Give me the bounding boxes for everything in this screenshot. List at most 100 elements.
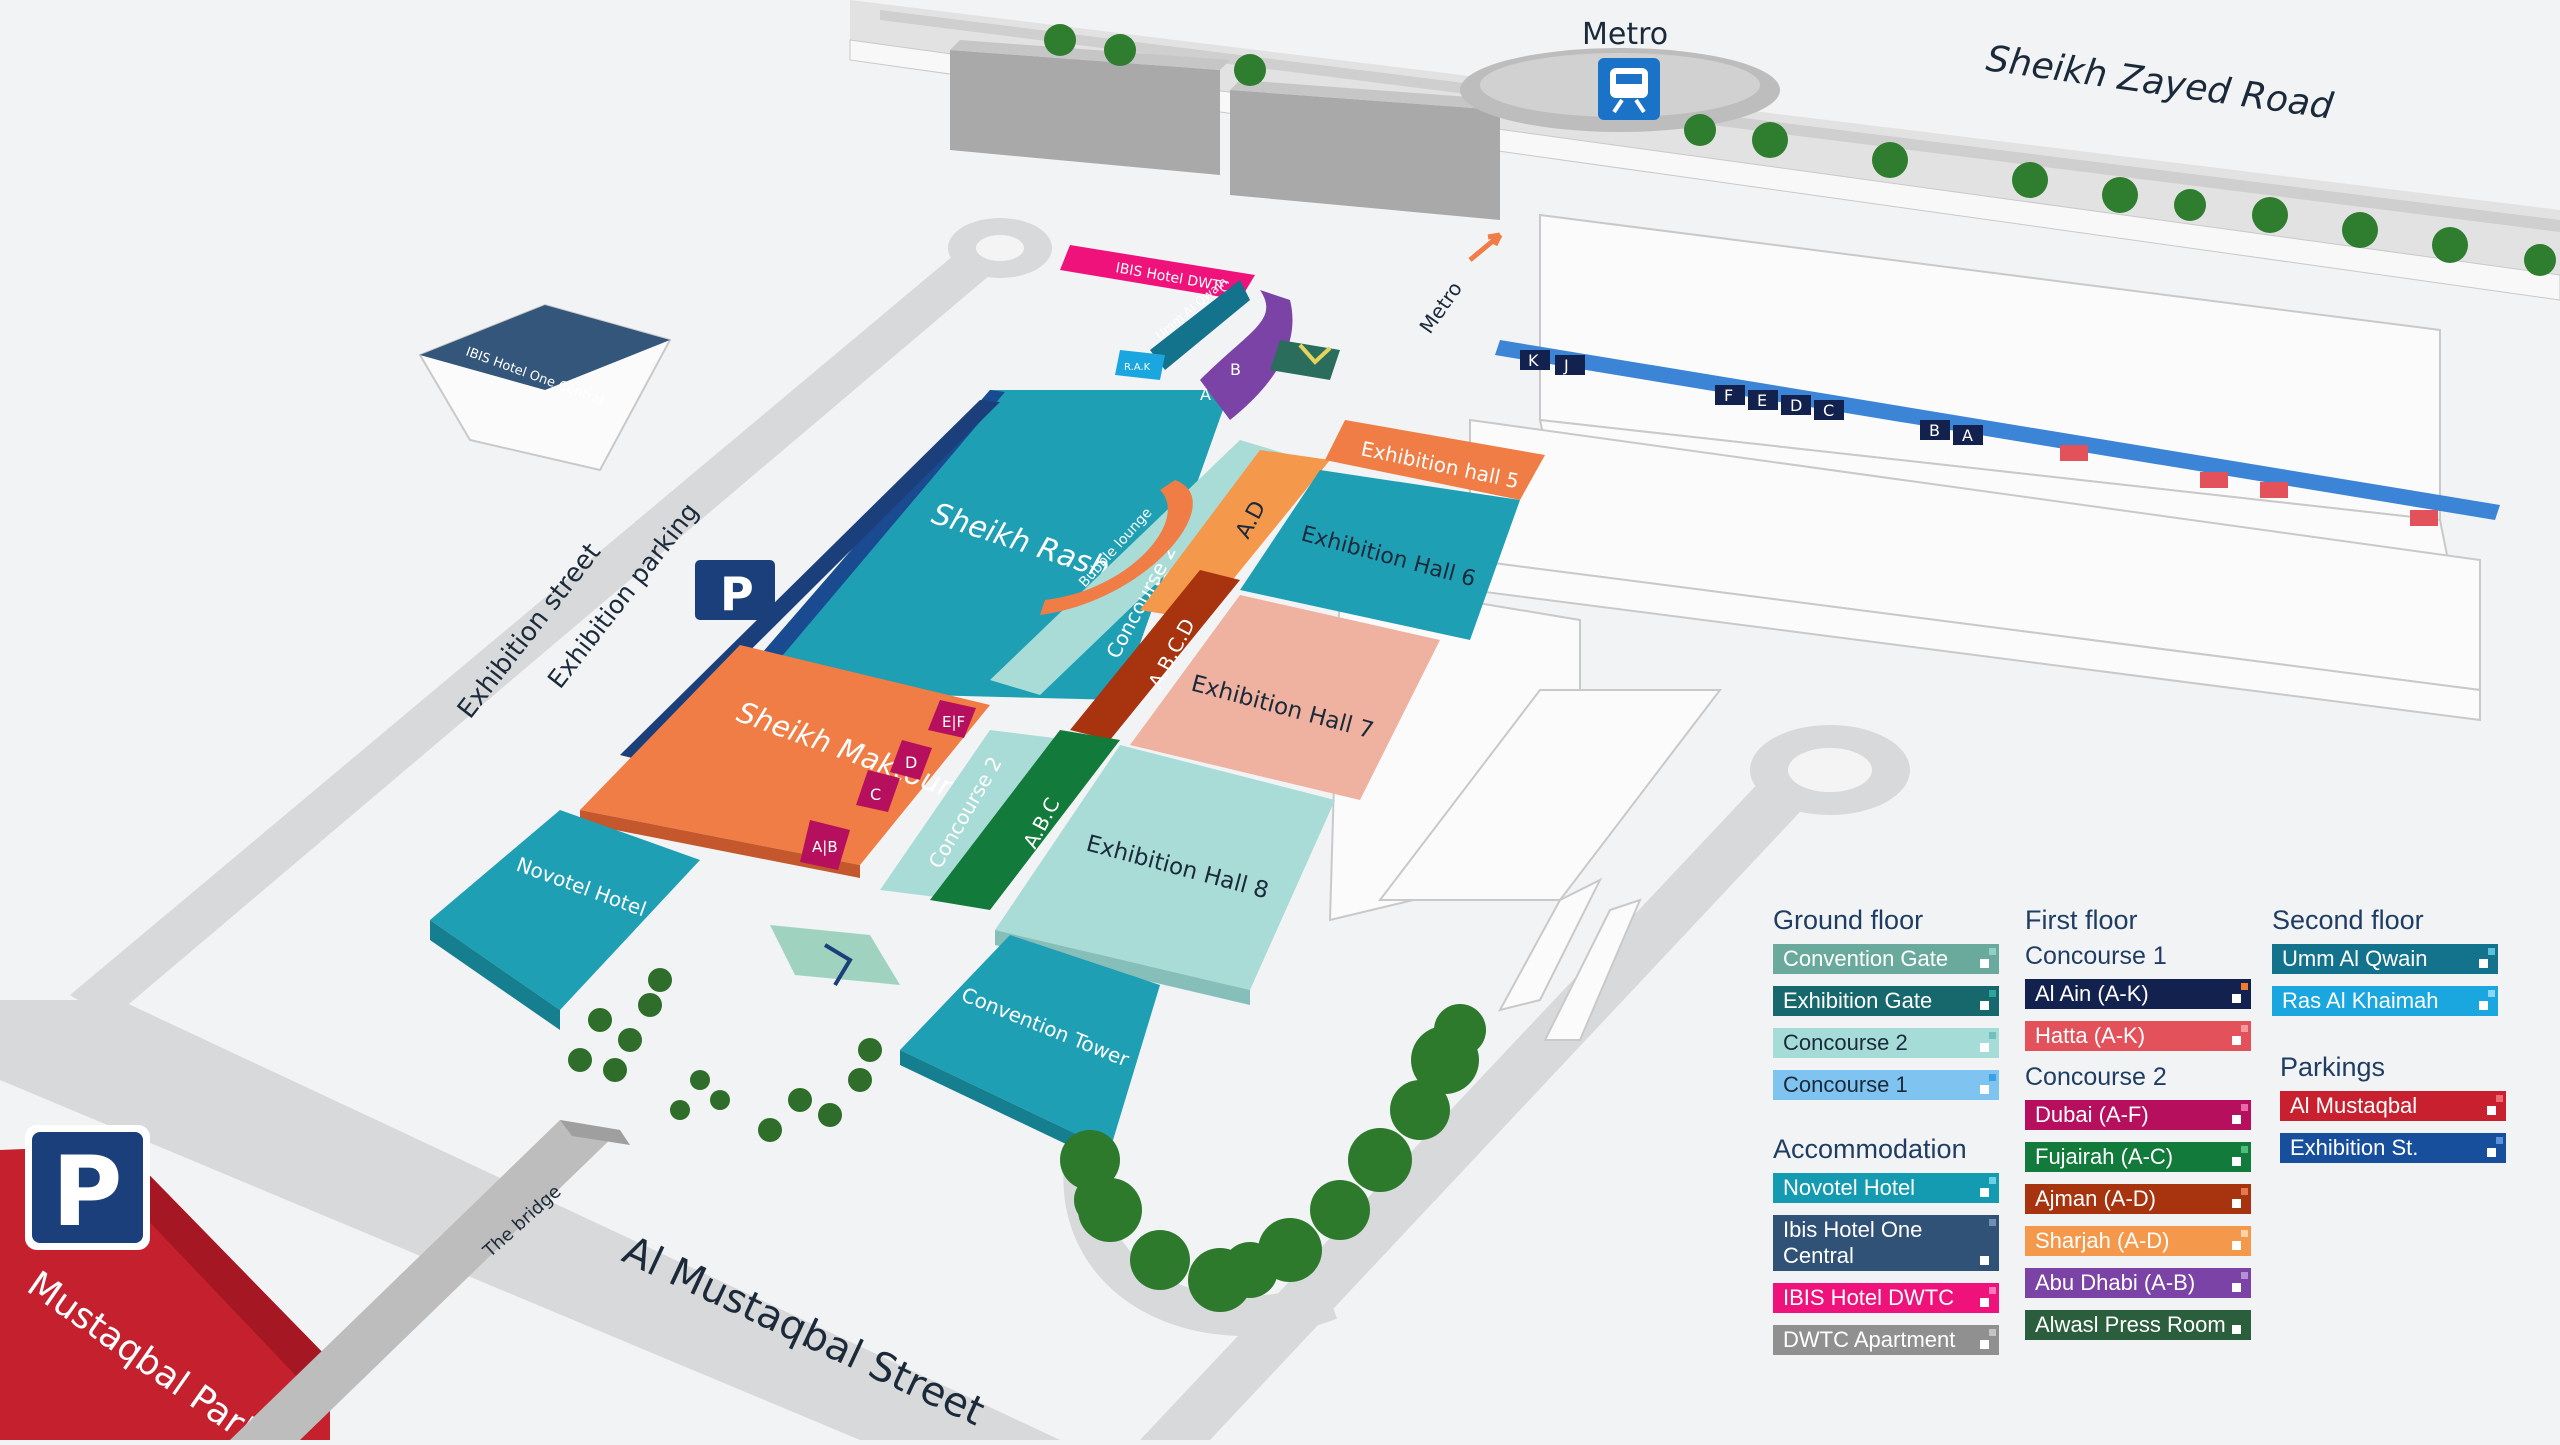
legend-ibis-one-central: Ibis Hotel One Central xyxy=(1773,1215,1999,1271)
gate-d: D xyxy=(1790,396,1802,415)
convention-tower xyxy=(900,935,1160,1150)
mustaqbal-parking-side xyxy=(100,1145,330,1380)
legend-concourse-2-label: Concourse 2 xyxy=(1783,1030,1908,1055)
gate-maktoum-ef: E|F xyxy=(942,713,965,731)
parking-icon: P xyxy=(695,560,775,621)
exhibition-hall-5 xyxy=(1325,420,1545,500)
concourse-2-lower xyxy=(880,730,1070,900)
sharjah-strip xyxy=(1140,450,1330,620)
exhibition-street-road xyxy=(70,250,990,1020)
exhibition-hall-8 xyxy=(995,745,1335,990)
legend-alwasl-press-room-label: Alwasl Press Room xyxy=(2035,1312,2226,1337)
legend-exhibition-gate-label: Exhibition Gate xyxy=(1783,988,1933,1013)
hall-8-front xyxy=(995,930,1250,1005)
legend-convention-gate-label: Convention Gate xyxy=(1783,946,1949,971)
gate-a: A xyxy=(1962,426,1973,445)
legend-ibis-dwtc-label: IBIS Hotel DWTC xyxy=(1783,1285,1955,1310)
concourse-1-gates: K J F E D C B A xyxy=(1520,350,2438,526)
gate-maktoum-ab: A|B xyxy=(812,838,838,856)
legend-ground-floor-title: Ground floor xyxy=(1773,905,1924,935)
legend-concourse-1: Concourse 1 xyxy=(1773,1070,1999,1100)
legend-accommodation: Accommodation Novotel Hotel Ibis Hotel O… xyxy=(1773,1134,1999,1367)
novotel-hotel xyxy=(430,810,700,1010)
ajman-strip xyxy=(1070,570,1240,740)
bubble-lounge xyxy=(1040,480,1193,615)
legend-parkings-title: Parkings xyxy=(2280,1052,2386,1082)
legend-concourse2-title: Concourse 2 xyxy=(2025,1063,2167,1091)
rashid-blue-edge xyxy=(730,390,1005,700)
legend-novotel-hotel: Novotel Hotel xyxy=(1773,1173,1999,1203)
exhibition-parking-strip xyxy=(620,400,1000,760)
the-bridge xyxy=(230,1120,620,1440)
legend-exhibition-st-label: Exhibition St. xyxy=(2290,1135,2419,1160)
legend-parkings: Parkings Al Mustaqbal Exhibition St. xyxy=(2280,1052,2506,1175)
abu-dhabi-ab xyxy=(1200,290,1293,420)
east-halls xyxy=(1469,213,2481,722)
legend-fujairah: Fujairah (A-C) xyxy=(2025,1142,2251,1172)
legend-second-floor-title: Second floor xyxy=(2272,905,2424,935)
bridge-top xyxy=(560,1120,630,1145)
legend-first-floor-title: First floor xyxy=(2025,905,2138,935)
rak-label: R.A.K xyxy=(1124,362,1151,373)
gate-e: E xyxy=(1757,391,1767,410)
legend-fujairah-label: Fujairah (A-C) xyxy=(2035,1144,2174,1169)
legend-ibis-dwtc: IBIS Hotel DWTC xyxy=(1773,1283,1999,1313)
palm-icon xyxy=(568,968,882,1142)
gate-b: B xyxy=(1929,421,1940,440)
gate-c: C xyxy=(1823,401,1834,420)
legend-al-mustaqbal: Al Mustaqbal xyxy=(2280,1091,2506,1121)
legend-ibis-one-central-label: Ibis Hotel One Central xyxy=(1783,1217,1923,1268)
exhibition-hall-6 xyxy=(1240,470,1520,640)
legend-al-mustaqbal-label: Al Mustaqbal xyxy=(2290,1093,2418,1118)
legend-second-floor: Second floor Umm Al Qwain Ras Al Khaimah xyxy=(2272,905,2498,1028)
legend-umm-al-qwain: Umm Al Qwain xyxy=(2272,944,2498,974)
parking-symbol-mustaqbal: P xyxy=(52,1136,122,1248)
legend-sharjah-label: Sharjah (A-D) xyxy=(2035,1228,2170,1253)
umm-al-qwain-block xyxy=(1150,280,1250,370)
legend-dubai: Dubai (A-F) xyxy=(2025,1100,2251,1130)
legend-concourse-2: Concourse 2 xyxy=(1773,1028,1999,1058)
legend-umm-al-qwain-label: Umm Al Qwain xyxy=(2282,946,2428,971)
fujairah-strip xyxy=(930,730,1120,910)
parking-icon: P xyxy=(25,1125,150,1250)
legend-dwtc-apartment: DWTC Apartment xyxy=(1773,1325,1999,1355)
legend-hatta: Hatta (A-K) xyxy=(2025,1021,2251,1051)
parking-symbol-exhibition: P xyxy=(720,567,754,621)
gate-j: J xyxy=(1563,356,1569,375)
legend-ras-al-khaimah: Ras Al Khaimah xyxy=(2272,986,2498,1016)
al-mustaqbal-street-road xyxy=(0,1000,1060,1440)
convention-gate-icon xyxy=(770,925,900,987)
rak-block xyxy=(1115,350,1165,380)
metro-entrance-arrow-icon xyxy=(1468,232,1503,262)
legend-ajman-label: Ajman (A-D) xyxy=(2035,1186,2157,1211)
legend-alwasl-press-room: Alwasl Press Room xyxy=(2025,1310,2251,1340)
legend-accommodation-title: Accommodation xyxy=(1773,1134,1967,1164)
legend-abu-dhabi: Abu Dhabi (A-B) xyxy=(2025,1268,2251,1298)
legend-abu-dhabi-label: Abu Dhabi (A-B) xyxy=(2035,1270,2196,1295)
legend-exhibition-st: Exhibition St. xyxy=(2280,1133,2506,1163)
gate-maktoum-d: D xyxy=(905,753,917,772)
legend-exhibition-gate: Exhibition Gate xyxy=(1773,986,1999,1016)
convention-tower-front xyxy=(900,1050,1110,1165)
roundabout-east-island xyxy=(1788,748,1872,792)
gate-arrow-icon xyxy=(1270,340,1340,380)
legend-ground-floor: Ground floor Convention Gate Exhibition … xyxy=(1773,905,1999,1112)
gate-abu-dhabi-b: B xyxy=(1230,360,1241,379)
metro-label: Metro xyxy=(1582,17,1668,52)
legend-novotel-hotel-label: Novotel Hotel xyxy=(1783,1175,1916,1200)
legend-dubai-label: Dubai (A-F) xyxy=(2035,1102,2149,1127)
legend-al-ain: Al Ain (A-K) xyxy=(2025,979,2251,1009)
legend-hatta-label: Hatta (A-K) xyxy=(2035,1023,2146,1048)
legend-convention-gate: Convention Gate xyxy=(1773,944,1999,974)
concourse-1-strip xyxy=(1495,340,2500,520)
gate-maktoum-c: C xyxy=(870,785,881,804)
gate-k: K xyxy=(1528,351,1539,370)
legend-dwtc-apartment-label: DWTC Apartment xyxy=(1783,1327,1956,1352)
metro-train-icon xyxy=(1598,58,1660,120)
ibis-one-central-roof xyxy=(420,305,670,390)
gate-abu-dhabi-a: A xyxy=(1200,385,1211,404)
legend-al-ain-label: Al Ain (A-K) xyxy=(2035,981,2149,1006)
legend-concourse1-title: Concourse 1 xyxy=(2025,942,2167,970)
